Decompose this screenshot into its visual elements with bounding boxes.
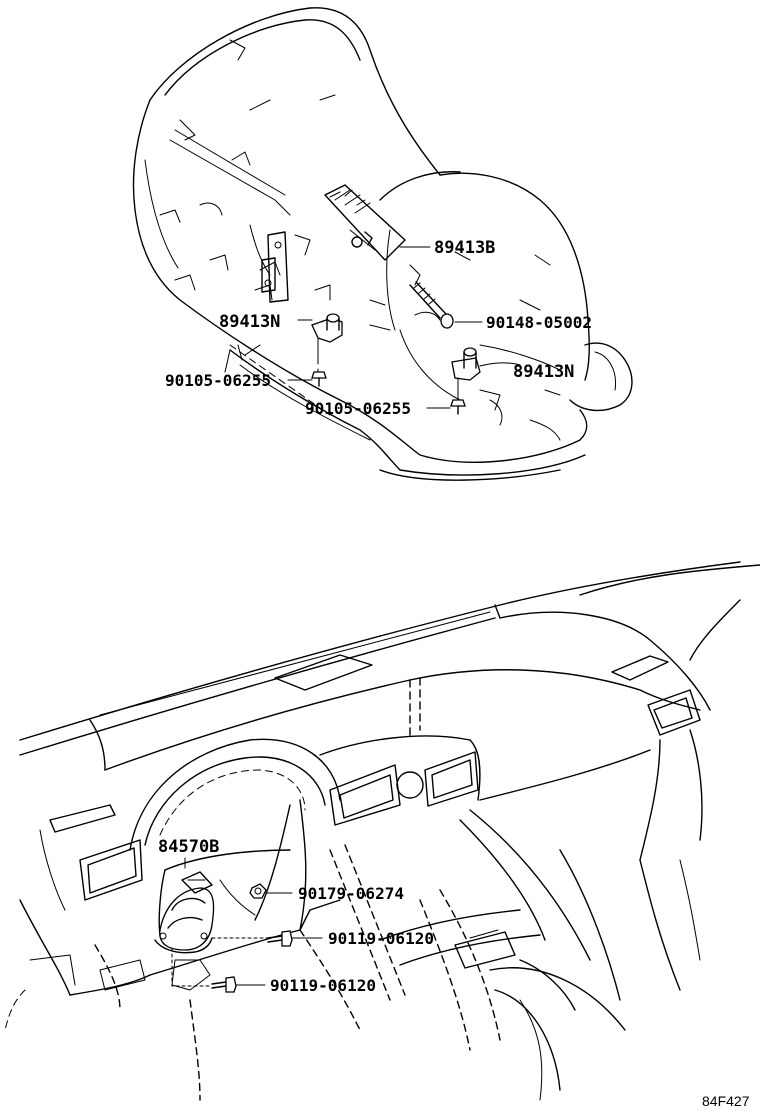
label-89413N-left: 89413N [219,312,280,332]
bolt-90119-a [211,930,323,947]
label-84570B: 84570B [158,837,219,857]
screw-90105-b [426,399,466,415]
label-90105-06255-a: 90105-06255 [165,371,271,390]
switch-84570B [154,857,215,954]
screw-90179 [249,883,293,899]
bolt-90119-b [171,947,266,993]
instrument-panel [4,561,760,1101]
diagram-code: 84F427 [702,1093,750,1109]
transmission-housing [132,7,633,481]
label-89413N-right: 89413N [513,362,574,382]
label-89413B: 89413B [434,238,495,258]
bolt-90148-05002 [409,281,483,329]
sensor-89413N-left [297,313,343,373]
label-90119-06120-a: 90119-06120 [328,929,434,948]
label-90119-06120-b: 90119-06120 [270,976,376,995]
speed-sensor-89413B [324,184,431,261]
label-90148-05002: 90148-05002 [486,313,592,332]
screw-90105-a [287,371,327,387]
label-90105-06255-b: 90105-06255 [305,399,411,418]
label-90179-06274: 90179-06274 [298,884,404,903]
sensor-89413N-right [451,347,521,401]
